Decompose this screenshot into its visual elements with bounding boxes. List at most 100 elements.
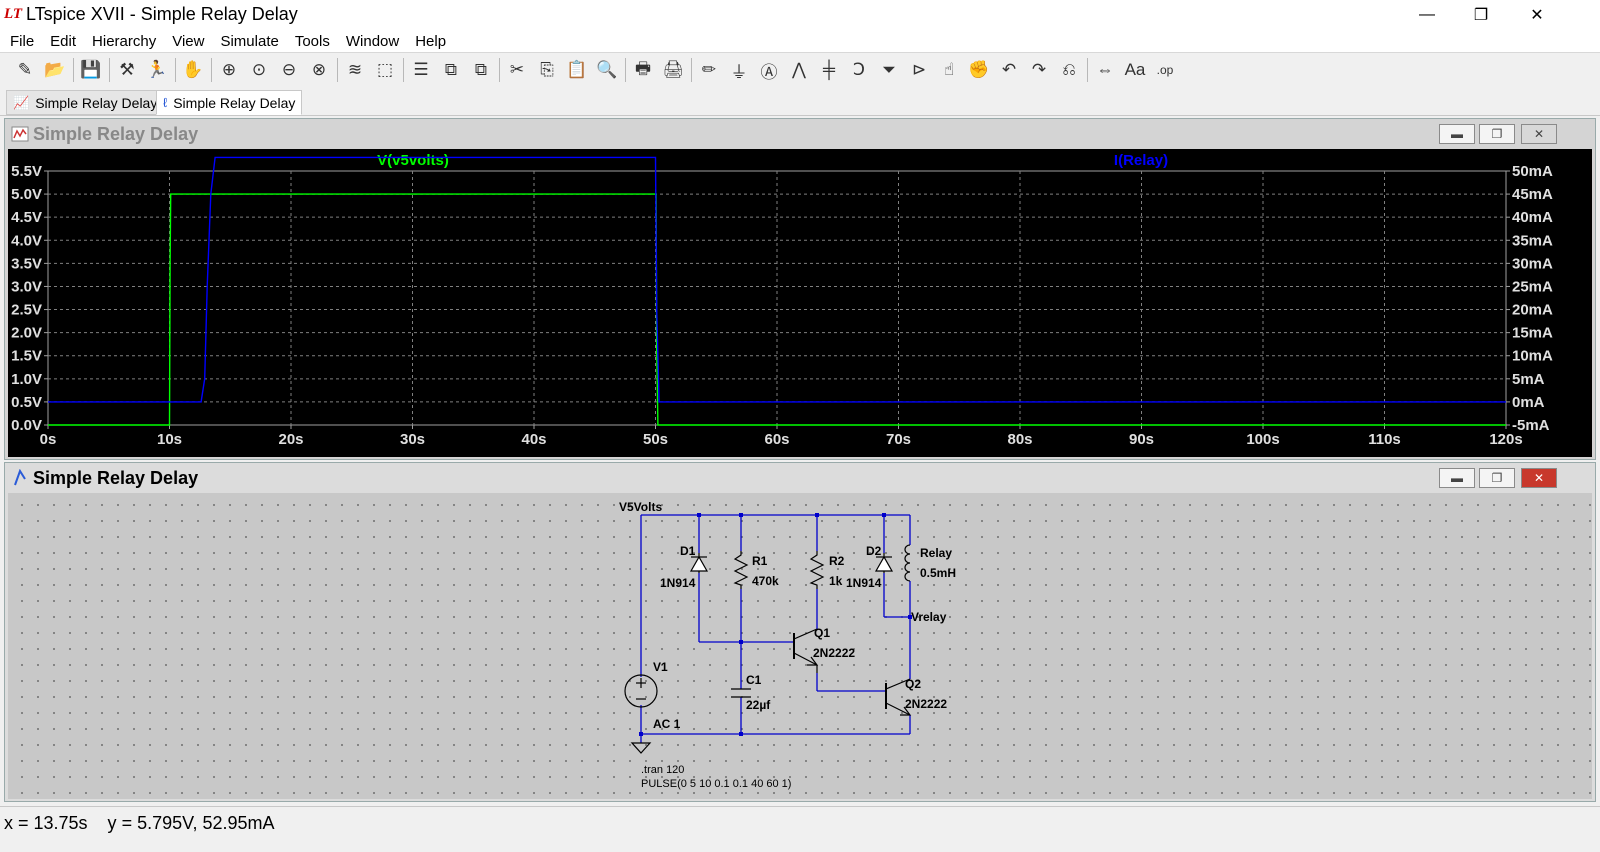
transistor-q1-icon[interactable] <box>793 628 819 673</box>
v1-ac: AC 1 <box>653 717 681 731</box>
control-panel-icon[interactable]: ⚒ <box>119 60 135 79</box>
tile-horizontal-icon[interactable]: ☰ <box>413 60 429 79</box>
zoom-to-fit-icon[interactable]: ⊙ <box>251 60 267 79</box>
r2-value: 1k <box>829 574 843 588</box>
y-right-tick-label: 0mA <box>1512 394 1545 411</box>
diode-icon[interactable]: ⏷ <box>882 60 896 79</box>
ground-icon[interactable]: ⏚ <box>730 62 748 82</box>
voltage-source-v1-icon[interactable] <box>624 674 658 708</box>
resistor-icon[interactable]: ⋀ <box>792 60 806 79</box>
minimize-button[interactable]: — <box>1419 6 1435 23</box>
schematic-close-button[interactable]: ✕ <box>1521 468 1557 488</box>
y-right-tick-label: 15mA <box>1512 325 1553 342</box>
maximize-button[interactable]: ❐ <box>1473 7 1489 24</box>
components <box>624 544 912 754</box>
redo-icon[interactable]: ↷ <box>1031 60 1047 79</box>
component-icon[interactable]: ⊳ <box>911 60 927 79</box>
inductor-icon[interactable]: Ↄ <box>853 60 865 79</box>
menu-tools[interactable]: Tools <box>294 32 330 50</box>
capacitor-icon[interactable]: ╪ <box>822 60 836 79</box>
ltspice-logo-icon: LT <box>4 6 23 22</box>
transistor-q2-icon[interactable] <box>885 678 912 716</box>
move-icon[interactable]: ☝ <box>943 60 955 79</box>
relay-name: Relay <box>920 546 952 560</box>
net-label-v5volts[interactable]: V5Volts <box>619 500 662 514</box>
print-icon[interactable]: 🖶 <box>634 58 652 78</box>
directive-tran[interactable]: .tran 120 <box>641 764 684 776</box>
menu-file[interactable]: File <box>10 32 35 50</box>
draw-wire-icon[interactable]: ✏ <box>701 60 717 79</box>
ground-icon <box>630 742 652 754</box>
schematic-canvas[interactable]: V5Volts Vrelay D1 1N914 R1 470k R2 1k D2… <box>8 493 1592 799</box>
x-tick-label: 100s <box>1246 431 1279 448</box>
schematic-maximize-button[interactable]: ❐ <box>1479 468 1515 488</box>
tab-schematic[interactable]: ℓ Simple Relay Delay <box>156 90 303 115</box>
open-icon[interactable]: 📂 <box>44 60 66 79</box>
y-left-tick-label: 0.5V <box>11 394 42 411</box>
schematic-icon: ℓ <box>163 95 168 110</box>
zoom-cancel-icon[interactable]: ⊗ <box>311 60 327 79</box>
document-tabs: 📈 Simple Relay Delay ℓ Simple Relay Dela… <box>0 88 1600 116</box>
y-left-tick-label: 2.0V <box>11 325 42 342</box>
new-schematic-icon[interactable]: ✎ <box>17 60 33 79</box>
waveform-maximize-button[interactable]: ❐ <box>1479 124 1515 144</box>
cascade-icon[interactable]: ⧉ <box>474 60 488 79</box>
zoom-out-icon[interactable]: ⊖ <box>281 60 297 79</box>
menu-simulate[interactable]: Simulate <box>220 32 279 50</box>
capacitor-c1-icon[interactable] <box>731 688 751 698</box>
diode-d1-icon[interactable] <box>689 553 709 573</box>
relay-inductor-icon[interactable] <box>904 544 911 582</box>
trace-label[interactable]: V(v5volts) <box>377 152 449 169</box>
autorange-icon[interactable]: ≋ <box>347 60 363 79</box>
run-icon[interactable]: 🏃 <box>146 60 168 79</box>
schematic-window-title: Simple Relay Delay <box>5 463 1595 493</box>
find-icon[interactable]: 🔍 <box>596 60 618 79</box>
d1-name: D1 <box>680 544 696 558</box>
diode-d2-icon[interactable] <box>874 553 894 573</box>
zoom-in-icon[interactable]: ⊕ <box>221 60 237 79</box>
menu-edit[interactable]: Edit <box>50 32 77 50</box>
trace-label[interactable]: I(Relay) <box>1114 152 1168 169</box>
directive-pulse[interactable]: PULSE(0 5 10 0.1 0.1 40 60 1) <box>641 778 791 790</box>
v1-name: V1 <box>653 660 668 674</box>
resistor-r2-icon[interactable] <box>809 551 825 589</box>
mirror-icon[interactable]: ⇔ <box>1096 60 1114 79</box>
grid-icon[interactable]: ⬚ <box>376 60 394 79</box>
net-label-vrelay[interactable]: Vrelay <box>911 610 947 624</box>
copy-icon[interactable]: ⎘ <box>540 60 554 79</box>
rotate-icon[interactable]: ⎌ <box>1062 60 1076 79</box>
trace-i-relay[interactable] <box>48 156 1506 403</box>
save-icon[interactable]: 💾 <box>80 60 102 79</box>
schematic-icon <box>14 469 26 486</box>
x-tick-label: 10s <box>157 431 182 448</box>
menu-help[interactable]: Help <box>415 32 447 50</box>
undo-icon[interactable]: ↶ <box>1001 60 1017 79</box>
label-net-icon[interactable]: Ⓐ <box>760 62 778 82</box>
menu-hierarchy[interactable]: Hierarchy <box>92 32 157 50</box>
menu-view[interactable]: View <box>172 32 205 50</box>
tab-waveform[interactable]: 📈 Simple Relay Delay <box>6 90 165 115</box>
print-setup-icon[interactable]: 🖨 <box>662 60 684 79</box>
y-right-tick-label: -5mA <box>1512 417 1550 434</box>
waveform-minimize-button[interactable]: ▬ <box>1439 124 1475 144</box>
close-button[interactable]: ✕ <box>1530 7 1544 24</box>
schematic-minimize-button[interactable]: ▬ <box>1439 468 1475 488</box>
resistor-r1-icon[interactable] <box>733 551 749 589</box>
q1-name: Q1 <box>814 626 830 640</box>
drag-icon[interactable]: ✊ <box>968 60 990 79</box>
menu-window[interactable]: Window <box>345 32 400 50</box>
toolbar-separator <box>337 58 338 82</box>
tile-vertical-icon[interactable]: ⧉ <box>444 60 458 79</box>
text-icon[interactable]: Aa <box>1124 60 1146 79</box>
y-left-tick-label: 1.5V <box>11 348 42 365</box>
spice-directive-icon[interactable]: .op <box>1156 63 1174 77</box>
y-left-tick-label: 1.0V <box>11 371 42 388</box>
halt-icon[interactable]: ✋ <box>182 60 204 79</box>
cut-icon[interactable]: ✂ <box>509 60 525 79</box>
d2-name: D2 <box>866 544 882 558</box>
paste-icon[interactable]: 📋 <box>566 60 588 79</box>
waveform-close-button[interactable]: ✕ <box>1521 124 1557 144</box>
